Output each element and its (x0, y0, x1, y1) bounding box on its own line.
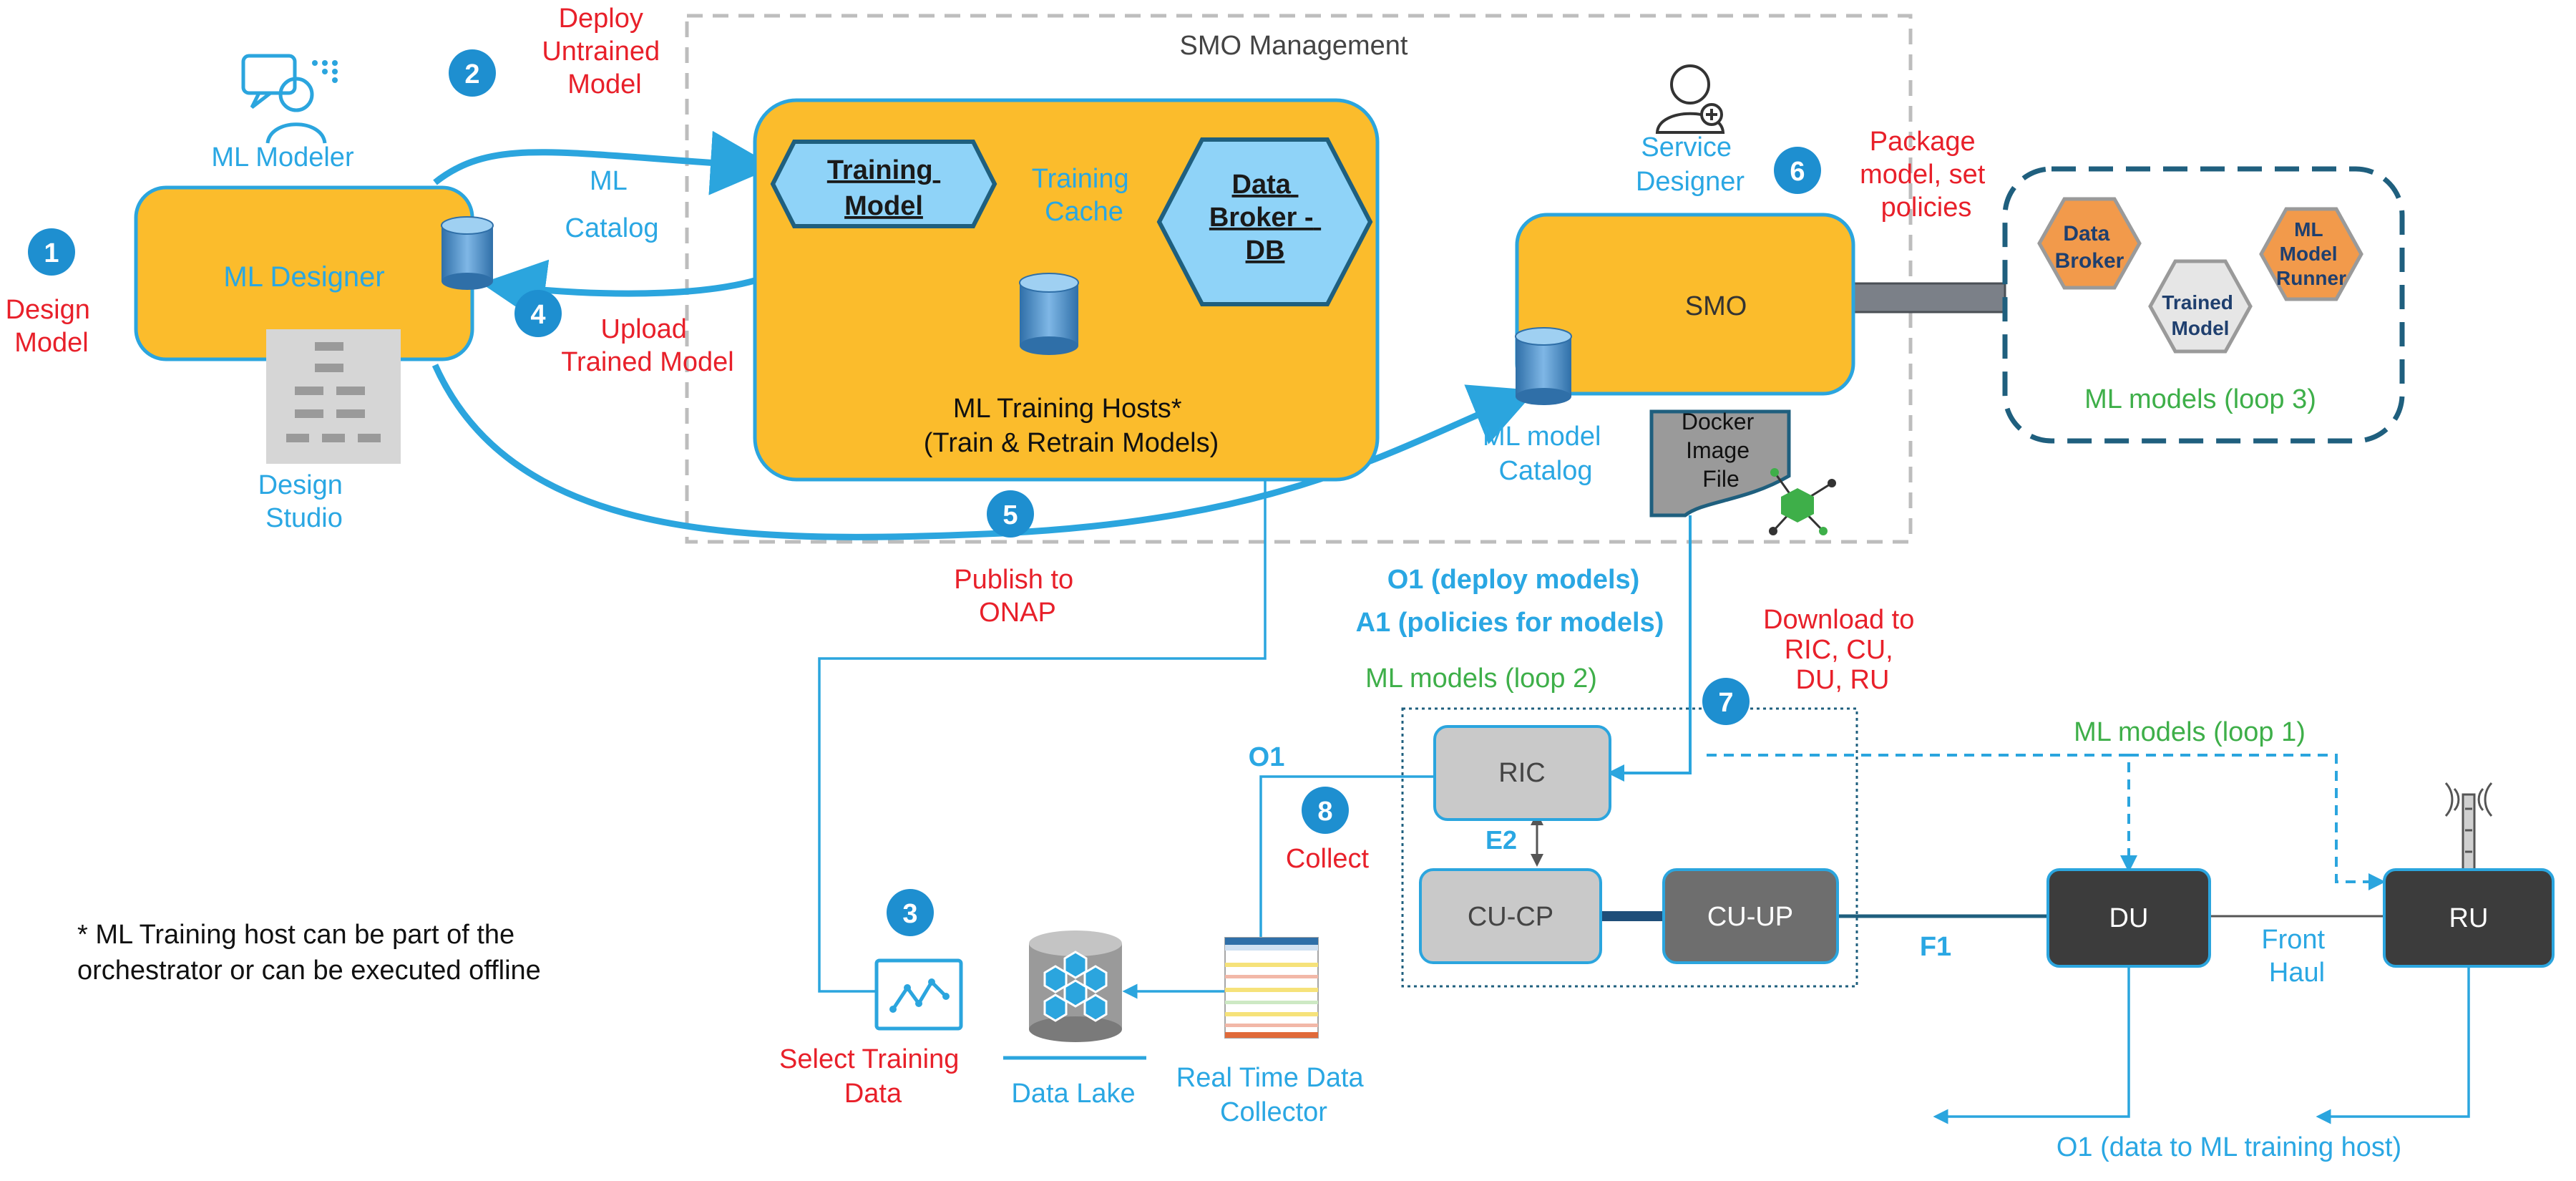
loop3-trained-model-hex[interactable] (2148, 259, 2253, 354)
download-label: Download to RIC, CU, DU, RU (1763, 605, 1922, 695)
a1-policies-label: A1 (policies for models) (1356, 608, 1664, 638)
smo-box[interactable] (1515, 213, 1855, 396)
du-o1-return (1933, 966, 2130, 1124)
cu-cp-box[interactable] (1419, 868, 1602, 964)
ml-designer-label: ML Designer (223, 261, 384, 293)
publish-onap-label: Publish to ONAP (954, 565, 1080, 628)
loop2-label: ML models (loop 2) (1365, 664, 1597, 694)
cu-cp-label: CU-CP (1468, 902, 1553, 932)
step-8-label: Collect (1286, 844, 1370, 874)
docker-image-file-label: Docker Image File (1682, 409, 1760, 492)
ru-label: RU (2449, 903, 2489, 933)
step-6-label: Package model, set policies (1860, 127, 1993, 223)
fronthaul-label: Front Haul (2261, 925, 2332, 988)
step-7-number: 7 (1718, 688, 1733, 718)
ml-modeler-label: ML Modeler (211, 142, 354, 172)
antenna-icon (2444, 782, 2493, 871)
spreadsheet-icon (1224, 937, 1319, 1039)
loop2-boundary (1401, 707, 1858, 988)
ric-label: RIC (1498, 758, 1545, 788)
step-1-label: Design Model (6, 295, 98, 358)
ru-box[interactable] (2383, 868, 2555, 968)
chart-icon[interactable] (874, 958, 963, 1031)
training-hosts-label: ML Training Hosts* (Train & Retrain Mode… (924, 394, 1219, 458)
loop3-label: ML models (loop 3) (2084, 384, 2316, 414)
du-box[interactable] (2046, 868, 2211, 968)
training-cache-db-icon (1019, 273, 1079, 355)
o1-deploy-label: O1 (deploy models) (1387, 565, 1640, 595)
o1-label: O1 (1249, 742, 1285, 772)
step-2-number: 2 (464, 59, 479, 89)
smo-label: SMO (1685, 291, 1747, 321)
data-lake-icon (1029, 930, 1122, 1042)
loop3-data-broker-label: Data Broker (2055, 222, 2124, 273)
step-4-badge (514, 290, 562, 337)
loop1-label: ML models (loop 1) (2074, 717, 2306, 747)
ml-modeler-icon (241, 54, 338, 144)
data-broker-label: Data Broker - DB (1209, 170, 1321, 266)
step-6-badge (1774, 147, 1821, 194)
training-host-footnote: * ML Training host can be part of the or… (77, 920, 541, 986)
step-7-badge (1702, 678, 1750, 725)
step-2-label: Deploy Untrained Model (542, 4, 667, 99)
data-broker-hex[interactable] (1156, 137, 1373, 306)
step-1-number: 1 (44, 238, 59, 268)
step-4-label: Upload Trained Model (561, 314, 734, 377)
training-data-line (818, 316, 1273, 993)
loop3-model-runner-label: ML Model Runner (2276, 218, 2346, 289)
loop3-model-runner-hex[interactable] (2259, 207, 2363, 301)
loop1-to-ru-arrow (2129, 754, 2386, 890)
step-2-badge (449, 49, 496, 97)
network-node-icon (1769, 468, 1836, 535)
cu-up-label: CU-UP (1707, 902, 1793, 932)
loop3-trained-model-label: Trained Model (2162, 291, 2238, 339)
ml-model-catalog-db-icon (1515, 327, 1572, 405)
data-lake-label: Data Lake (1011, 1079, 1135, 1109)
step-6-number: 6 (1790, 157, 1805, 187)
ric-box[interactable] (1433, 725, 1611, 821)
du-label: DU (2109, 903, 2149, 933)
training-model-hex[interactable] (770, 140, 997, 228)
o1-data-label: O1 (data to ML training host) (2057, 1132, 2401, 1162)
service-designer-icon (1655, 64, 1725, 134)
step-3-number: 3 (902, 899, 917, 929)
docker-image-file-icon[interactable] (1649, 409, 1791, 517)
ml-catalog-label: ML Catalog (565, 166, 659, 243)
deploy-untrained-arrow (433, 130, 775, 195)
loop3-data-broker-hex[interactable] (2037, 197, 2142, 290)
service-designer-label: Service Designer (1636, 132, 1745, 197)
loop3-boundary (2002, 166, 2405, 444)
step-3-badge (887, 889, 934, 936)
smo-loop3-connector (1852, 282, 2006, 314)
step-4-number: 4 (530, 300, 545, 330)
e2-label: E2 (1485, 825, 1517, 855)
step-8-badge (1302, 787, 1349, 834)
publish-model-arrow (431, 364, 1536, 540)
design-studio-thumbnail (266, 329, 401, 464)
step-1-badge (28, 228, 75, 276)
smo-management-title: SMO Management (1180, 31, 1408, 61)
deploy-to-ric-arrow (1607, 515, 1692, 782)
o1-collect-line (1259, 775, 1438, 941)
training-model-label: Training Model (827, 155, 940, 221)
ru-o1-return (2316, 966, 2470, 1124)
ml-model-catalog-label: ML model Catalog (1483, 422, 1609, 486)
database-icon (441, 216, 494, 290)
f1-label: F1 (1920, 932, 1951, 962)
real-time-collector-label: Real Time Data Collector (1176, 1063, 1371, 1127)
step-8-number: 8 (1317, 797, 1332, 827)
design-studio-label: Design Studio (258, 470, 351, 533)
cu-up-box[interactable] (1662, 868, 1839, 964)
step-5-number: 5 (1002, 500, 1018, 530)
loop1-to-du-arrow (1707, 754, 2137, 873)
training-cache-label: Training Cache (1032, 164, 1136, 227)
select-training-data-label: Select Training Data (779, 1044, 967, 1109)
step-5-badge (987, 490, 1034, 538)
